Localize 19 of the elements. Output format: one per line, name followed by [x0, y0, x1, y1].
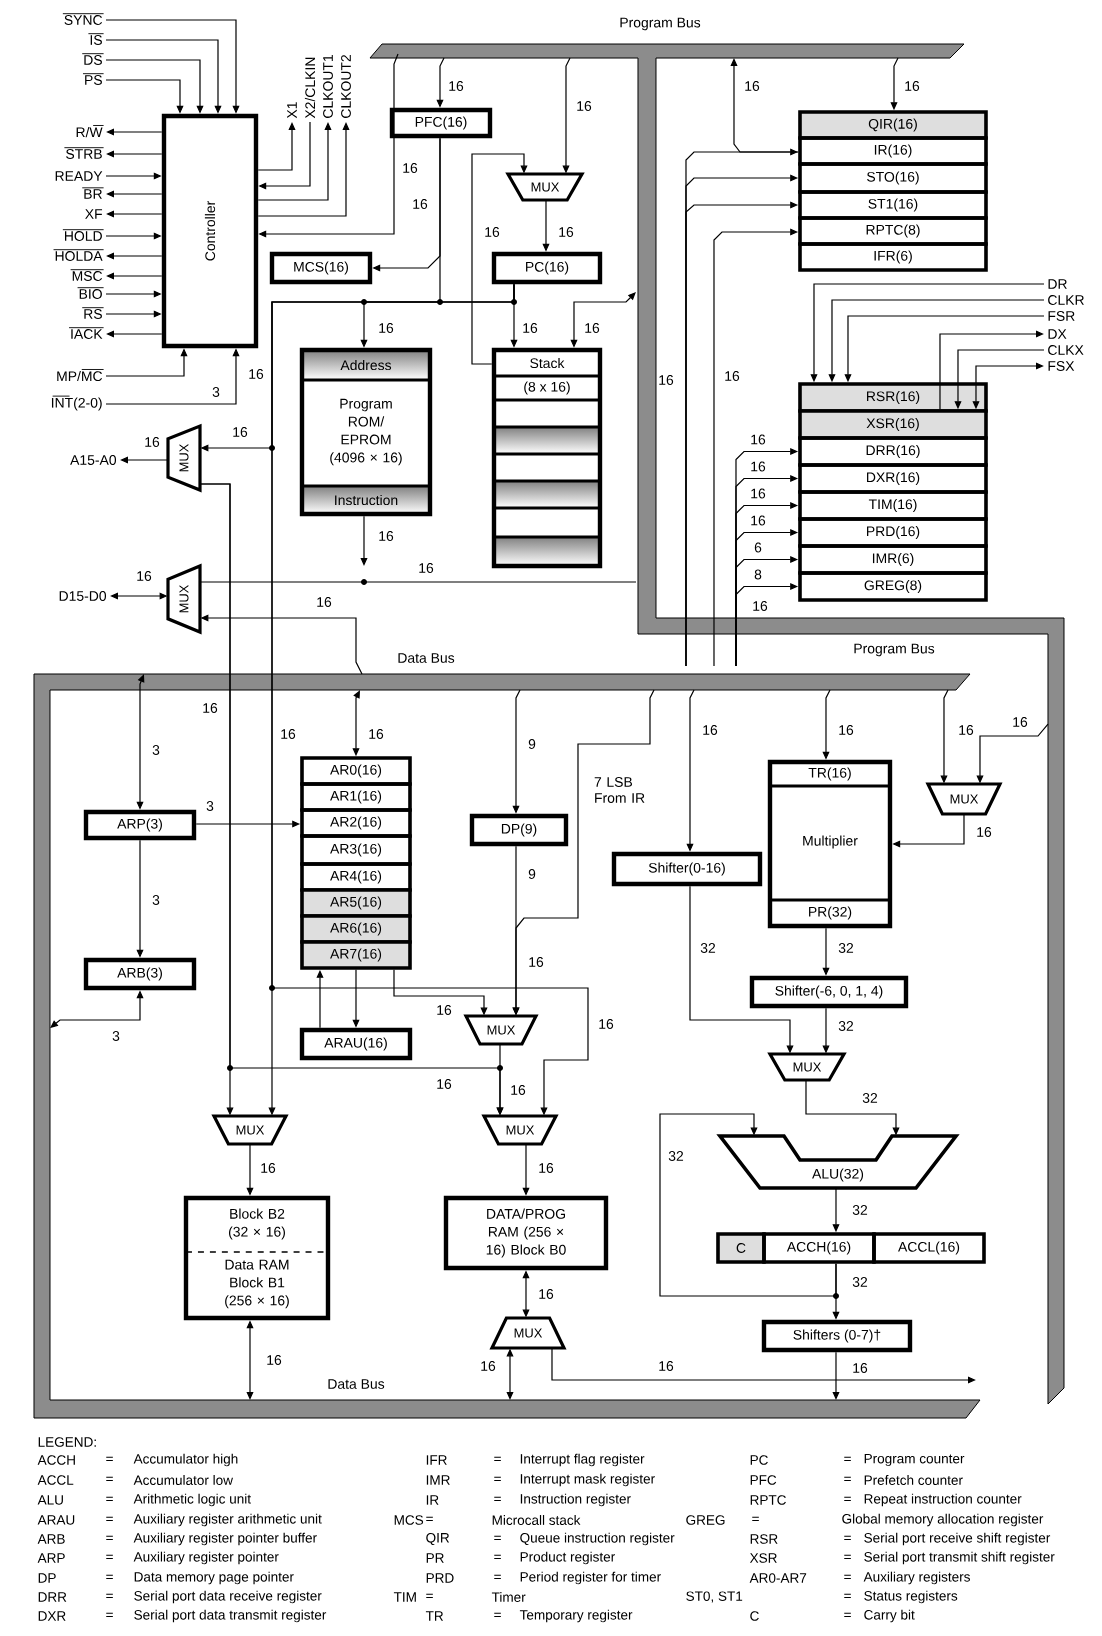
arrow — [551, 1347, 976, 1384]
arrow — [106, 272, 163, 280]
arrow — [659, 1113, 837, 1297]
arrow — [257, 122, 296, 171]
arrow — [120, 456, 169, 464]
arrow — [106, 210, 163, 218]
arrow — [832, 1351, 840, 1400]
arrow — [106, 190, 163, 198]
arrow — [257, 122, 350, 217]
arrow — [106, 252, 163, 260]
arrow — [106, 128, 163, 136]
arrow — [939, 330, 1044, 410]
arrow — [106, 330, 163, 338]
connector-line — [199, 581, 637, 583]
arrow — [106, 150, 163, 158]
arrow — [257, 122, 332, 201]
arrow — [471, 153, 528, 365]
arrow — [360, 515, 368, 566]
arrow — [730, 58, 799, 153]
